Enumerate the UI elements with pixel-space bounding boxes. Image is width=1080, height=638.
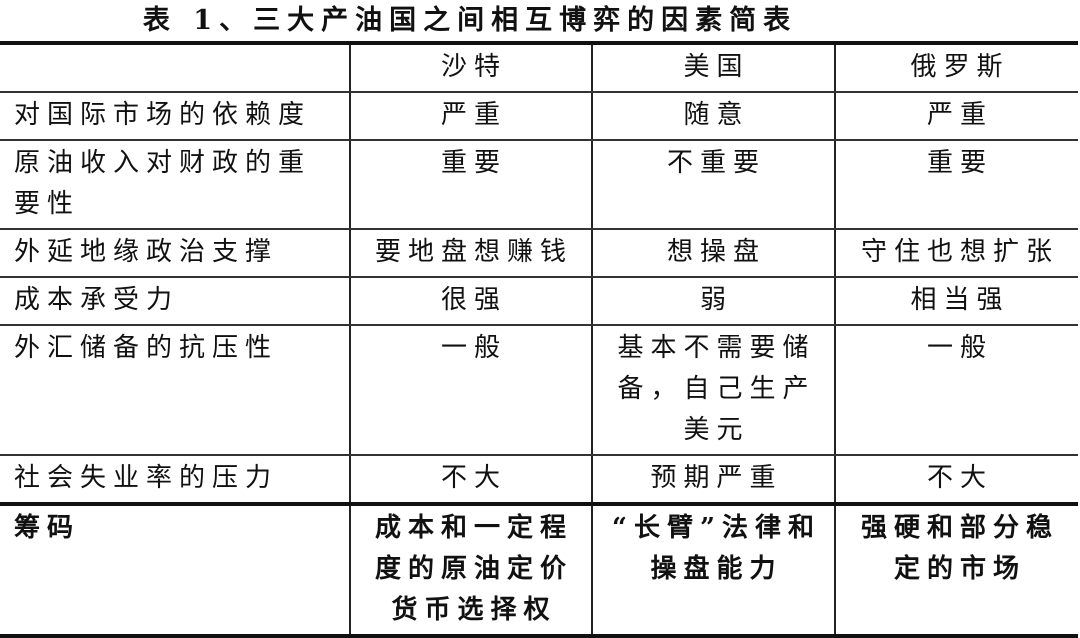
usa-cell: 随意 — [591, 91, 835, 141]
header-russia: 俄罗斯 — [834, 41, 1078, 93]
saudi-cell: 很强 — [349, 276, 592, 326]
saudi-cell: 严重 — [349, 91, 592, 141]
table-row-bargaining-chips: 筹码 成本和一定程度的原油定价货币选择权 “长臂”法律和操盘能力 强硬和部分稳定… — [0, 502, 1078, 638]
russia-cell: 严重 — [834, 91, 1078, 141]
factor-label: 筹码 — [0, 502, 350, 638]
factor-label: 对国际市场的依赖度 — [0, 91, 350, 141]
header-saudi: 沙特 — [349, 41, 592, 93]
russia-cell: 不大 — [834, 454, 1078, 505]
russia-cell: 守住也想扩张 — [834, 228, 1078, 278]
factor-table: 沙特 美国 俄罗斯 对国际市场的依赖度 严重 随意 严重 原油收入对财政的重要性… — [0, 41, 1078, 638]
saudi-cell: 一般 — [349, 324, 592, 456]
saudi-cell: 重要 — [349, 139, 592, 230]
factor-label: 外延地缘政治支撑 — [0, 228, 350, 278]
russia-cell: 强硬和部分稳定的市场 — [834, 502, 1078, 638]
usa-cell: 弱 — [591, 276, 835, 326]
saudi-cell: 不大 — [349, 454, 592, 505]
factor-label: 外汇储备的抗压性 — [0, 324, 350, 456]
russia-cell: 重要 — [834, 139, 1078, 230]
table-header-row: 沙特 美国 俄罗斯 — [0, 41, 1078, 93]
usa-cell: 预期严重 — [591, 454, 835, 505]
table-row: 成本承受力 很强 弱 相当强 — [0, 276, 1078, 326]
factor-label: 成本承受力 — [0, 276, 350, 326]
russia-cell: 相当强 — [834, 276, 1078, 326]
table-row: 外延地缘政治支撑 要地盘想赚钱 想操盘 守住也想扩张 — [0, 228, 1078, 278]
saudi-cell: 成本和一定程度的原油定价货币选择权 — [349, 502, 592, 638]
usa-cell: “长臂”法律和操盘能力 — [591, 502, 835, 638]
table-row: 社会失业率的压力 不大 预期严重 不大 — [0, 454, 1078, 505]
factor-label: 原油收入对财政的重要性 — [0, 139, 350, 230]
usa-cell: 想操盘 — [591, 228, 835, 278]
factor-label: 社会失业率的压力 — [0, 454, 350, 505]
table-caption: 表 1、三大产油国之间相互博弈的因素简表 — [142, 5, 798, 36]
table-row: 原油收入对财政的重要性 重要 不重要 重要 — [0, 139, 1078, 230]
usa-cell: 基本不需要储备，自己生产美元 — [591, 324, 835, 456]
table-row: 外汇储备的抗压性 一般 基本不需要储备，自己生产美元 一般 — [0, 324, 1078, 456]
saudi-cell: 要地盘想赚钱 — [349, 228, 592, 278]
russia-cell: 一般 — [834, 324, 1078, 456]
header-usa: 美国 — [591, 41, 835, 93]
header-blank — [0, 41, 350, 93]
table-row: 对国际市场的依赖度 严重 随意 严重 — [0, 91, 1078, 141]
usa-cell: 不重要 — [591, 139, 835, 230]
